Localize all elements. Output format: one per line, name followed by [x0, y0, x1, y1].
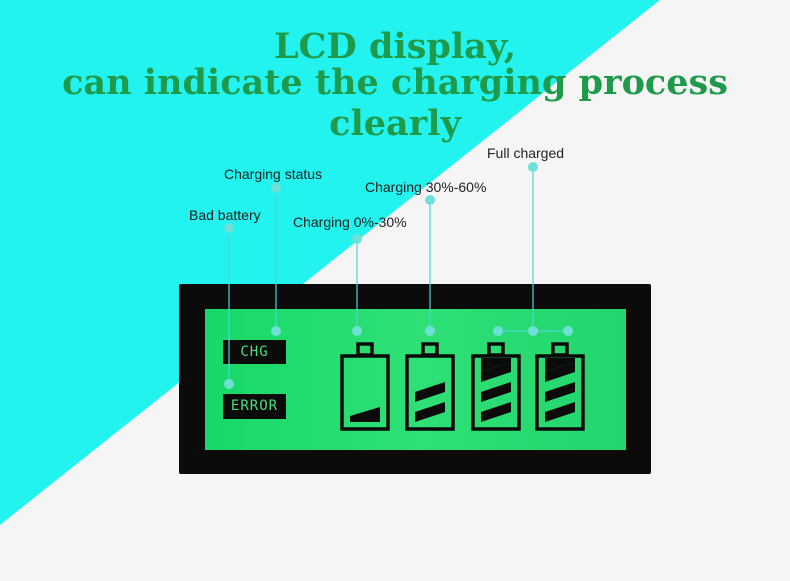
dot-bad-battery-top	[224, 223, 234, 233]
battery-cap	[356, 342, 374, 357]
callout-full-charged: Full charged	[487, 145, 565, 161]
error-indicator: ERROR	[223, 394, 286, 419]
dot-full-charged-mid	[528, 326, 538, 336]
dot-charging-status-bottom	[271, 326, 281, 336]
callout-charging-status: Charging status	[224, 166, 323, 182]
battery-bar	[350, 407, 380, 422]
battery-bar	[481, 402, 511, 422]
callout-dots	[224, 162, 573, 389]
battery-bar	[545, 402, 575, 422]
battery-icon-2	[405, 342, 455, 431]
battery-bar	[481, 362, 511, 382]
battery-icon-1	[340, 342, 390, 431]
battery-bar	[415, 382, 445, 402]
battery-bar	[481, 382, 511, 402]
battery-icons	[340, 342, 585, 431]
battery-cap	[487, 342, 505, 357]
battery-body	[471, 354, 521, 431]
callout-bad-battery: Bad battery	[189, 207, 261, 223]
dot-full-charged-right	[563, 326, 573, 336]
battery-icon-3	[471, 342, 521, 431]
battery-bar	[545, 358, 575, 372]
battery-cap	[551, 342, 569, 357]
dot-charging-0-30-bottom	[352, 326, 362, 336]
battery-bar	[481, 358, 511, 372]
dot-full-charged-top	[528, 162, 538, 172]
battery-bar	[545, 382, 575, 402]
dot-charging-30-60-bottom	[425, 326, 435, 336]
callout-charging-0-30: Charging 0%-30%	[293, 214, 407, 230]
page-title-line2: can indicate the charging process clearl…	[62, 62, 728, 144]
battery-bar	[545, 362, 575, 382]
battery-icon-4	[535, 342, 585, 431]
dot-charging-0-30-top	[352, 234, 362, 244]
callout-lines	[228, 167, 568, 384]
dot-full-charged-left	[493, 326, 503, 336]
battery-cap	[421, 342, 439, 357]
dot-charging-30-60-top	[425, 195, 435, 205]
battery-body	[535, 354, 585, 431]
battery-body	[340, 354, 390, 431]
callout-charging-30-60: Charging 30%-60%	[365, 179, 487, 195]
chg-indicator: CHG	[223, 340, 286, 364]
page-title-line1: LCD display,	[273, 26, 517, 67]
cyan-diagonal-band	[0, 0, 660, 525]
dot-charging-status-top	[271, 183, 281, 193]
battery-bar	[415, 402, 445, 422]
dot-bad-battery-bottom	[224, 379, 234, 389]
battery-body	[405, 354, 455, 431]
